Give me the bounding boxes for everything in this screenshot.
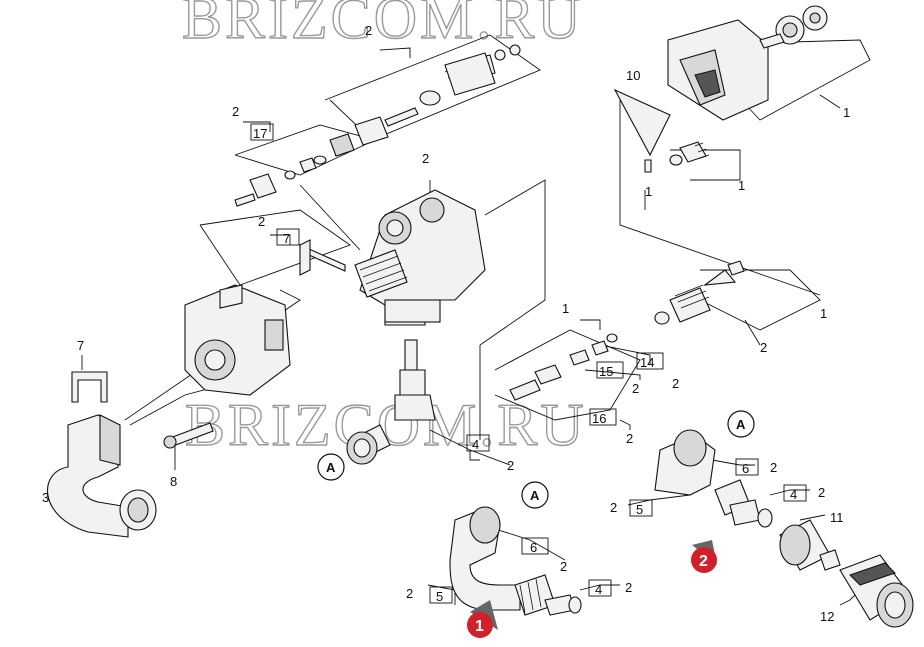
label-2-17: 2 — [232, 104, 239, 119]
label-1-valve: 1 — [645, 184, 652, 199]
label-8: 8 — [170, 474, 177, 489]
bottom-elbow-1 — [449, 506, 582, 616]
label-1-right-b: 1 — [820, 306, 827, 321]
label-10: 10 — [626, 68, 640, 83]
marker-a-mid: A — [521, 481, 549, 509]
coupling-part-12 — [839, 554, 914, 628]
label-16: 16 — [592, 411, 606, 426]
badge-2: 2 — [691, 540, 717, 573]
badge-1: 1 — [467, 600, 498, 638]
center-pipe-assembly — [346, 339, 436, 465]
label-2-16: 2 — [626, 431, 633, 446]
label-2-top: 2 — [365, 23, 372, 38]
label-1-top: 1 — [843, 105, 850, 120]
label-2-5right: 2 — [610, 500, 617, 515]
label-14: 14 — [640, 355, 654, 370]
main-pump-body — [354, 189, 486, 326]
label-12: 12 — [820, 609, 834, 624]
top-valve-stack — [234, 44, 521, 207]
label-2-right: 2 — [760, 340, 767, 355]
label-4-right: 4 — [790, 487, 797, 502]
label-2-5mid: 2 — [406, 586, 413, 601]
label-2-14: 2 — [672, 376, 679, 391]
bottom-elbow-2 — [654, 429, 773, 528]
label-2-15: 2 — [632, 381, 639, 396]
label-3: 3 — [42, 490, 49, 505]
label-2-center: 2 — [507, 458, 514, 473]
label-1-mid: 1 — [562, 301, 569, 316]
adapter-part-11 — [779, 519, 841, 571]
clip-part-7-left — [71, 371, 108, 403]
pump-head — [667, 5, 828, 121]
small-valve-right — [669, 141, 710, 166]
watermark-top: BRIZCOM.RU — [182, 0, 584, 51]
cone-part-10 — [613, 88, 671, 173]
label-7-left: 7 — [77, 338, 84, 353]
marker-a-left: A — [317, 453, 345, 481]
label-2-6mid: 2 — [560, 559, 567, 574]
screw-part-8 — [163, 422, 214, 449]
elbow-pipe-3 — [47, 414, 157, 538]
label-2-body: 2 — [422, 151, 429, 166]
svg-text:1: 1 — [475, 618, 484, 635]
left-pump-housing — [184, 284, 291, 396]
small-parts-14-15-16 — [509, 333, 618, 401]
svg-text:A: A — [530, 488, 540, 503]
part-number-labels: 10 1 2 17 2 2 1 1 1 2 7 1 2 14 2 15 2 2 … — [42, 23, 850, 624]
label-4-center: 4 — [472, 437, 479, 452]
label-2-4mid: 2 — [625, 580, 632, 595]
marker-a-right: A — [727, 410, 755, 438]
label-15: 15 — [599, 364, 613, 379]
label-4-mid: 4 — [595, 582, 602, 597]
label-5-mid: 5 — [436, 589, 443, 604]
label-7-top: 7 — [283, 231, 290, 246]
svg-text:A: A — [736, 417, 746, 432]
label-1-right-a: 1 — [738, 178, 745, 193]
clip-part-7-top — [299, 239, 346, 276]
label-6-right: 6 — [742, 461, 749, 476]
label-6-mid: 6 — [530, 540, 537, 555]
label-2-7: 2 — [258, 214, 265, 229]
label-2-6right: 2 — [770, 460, 777, 475]
watermark-middle: BRIZCOM.RU — [185, 392, 587, 458]
label-2-4right: 2 — [818, 485, 825, 500]
label-17: 17 — [253, 126, 267, 141]
svg-text:A: A — [326, 460, 336, 475]
label-5-right: 5 — [636, 502, 643, 517]
svg-text:2: 2 — [699, 553, 708, 570]
right-valve-group — [654, 260, 745, 325]
label-11: 11 — [830, 510, 844, 525]
reference-boxes — [250, 123, 807, 604]
